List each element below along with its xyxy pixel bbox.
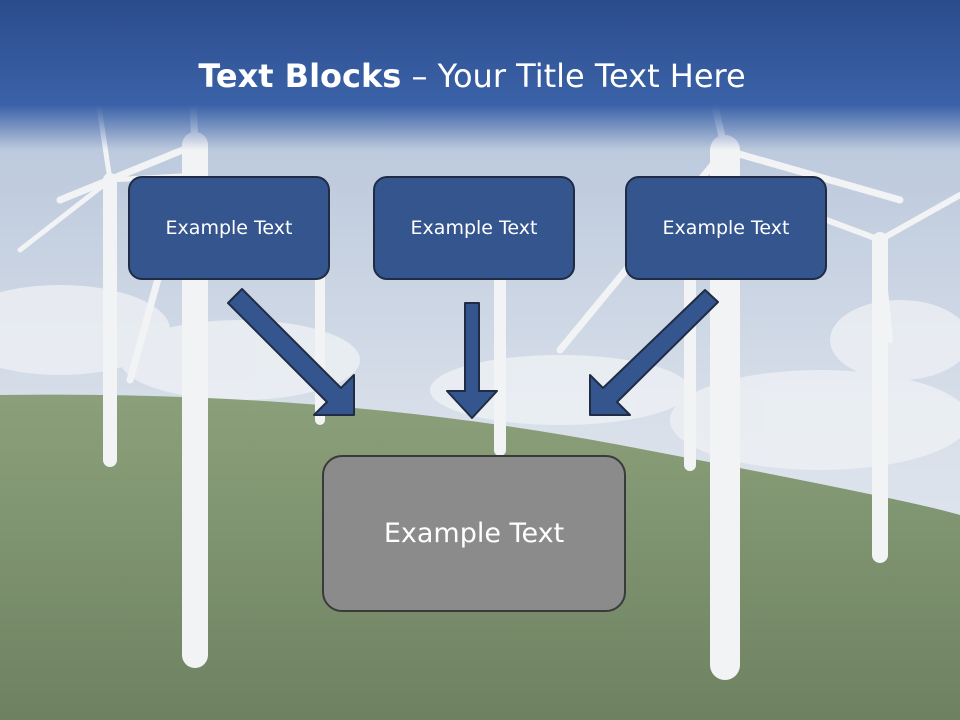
slide-title: Text Blocks – Your Title Text Here bbox=[0, 55, 944, 97]
result-block[interactable]: Example Text bbox=[322, 455, 626, 612]
text-block-2[interactable]: Example Text bbox=[373, 176, 575, 280]
arrow-right-icon bbox=[589, 289, 719, 416]
text-block-1[interactable]: Example Text bbox=[128, 176, 330, 280]
text-block-3[interactable]: Example Text bbox=[625, 176, 827, 280]
arrow-center-icon bbox=[446, 302, 498, 419]
title-dash: – bbox=[401, 57, 438, 95]
title-banner bbox=[0, 0, 960, 150]
title-bold: Text Blocks bbox=[198, 57, 402, 95]
arrow-left-icon bbox=[227, 288, 355, 416]
title-rest: Your Title Text Here bbox=[437, 57, 746, 95]
